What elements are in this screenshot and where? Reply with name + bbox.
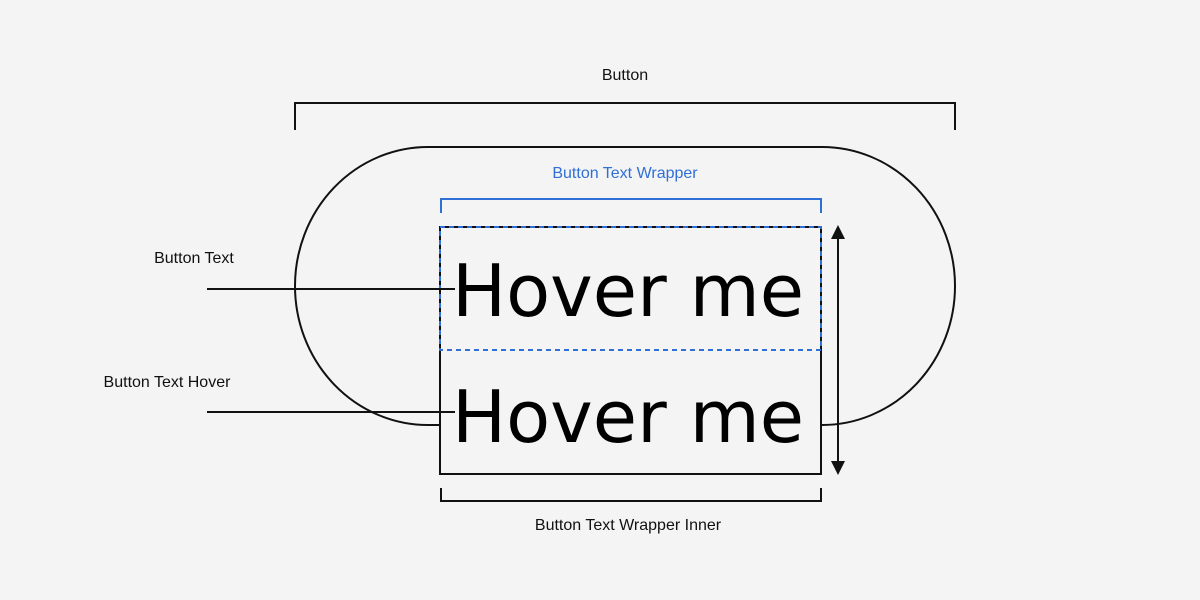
button-text-wrapper-label: Button Text Wrapper xyxy=(552,165,698,182)
button-label: Button xyxy=(602,67,648,84)
button-text-hover: Hover me xyxy=(452,375,804,459)
button-text-wrapper-bracket xyxy=(440,198,822,213)
button-text-wrapper-inner-label: Button Text Wrapper Inner xyxy=(535,517,722,534)
button-text-wrapper-inner-bracket xyxy=(440,488,822,502)
button-text-primary: Hover me xyxy=(452,249,804,333)
button-width-bracket xyxy=(294,102,956,130)
button-pill-outline xyxy=(294,146,956,426)
button-text-hover-label: Button Text Hover xyxy=(104,374,232,391)
button-text-label: Button Text xyxy=(154,250,234,267)
